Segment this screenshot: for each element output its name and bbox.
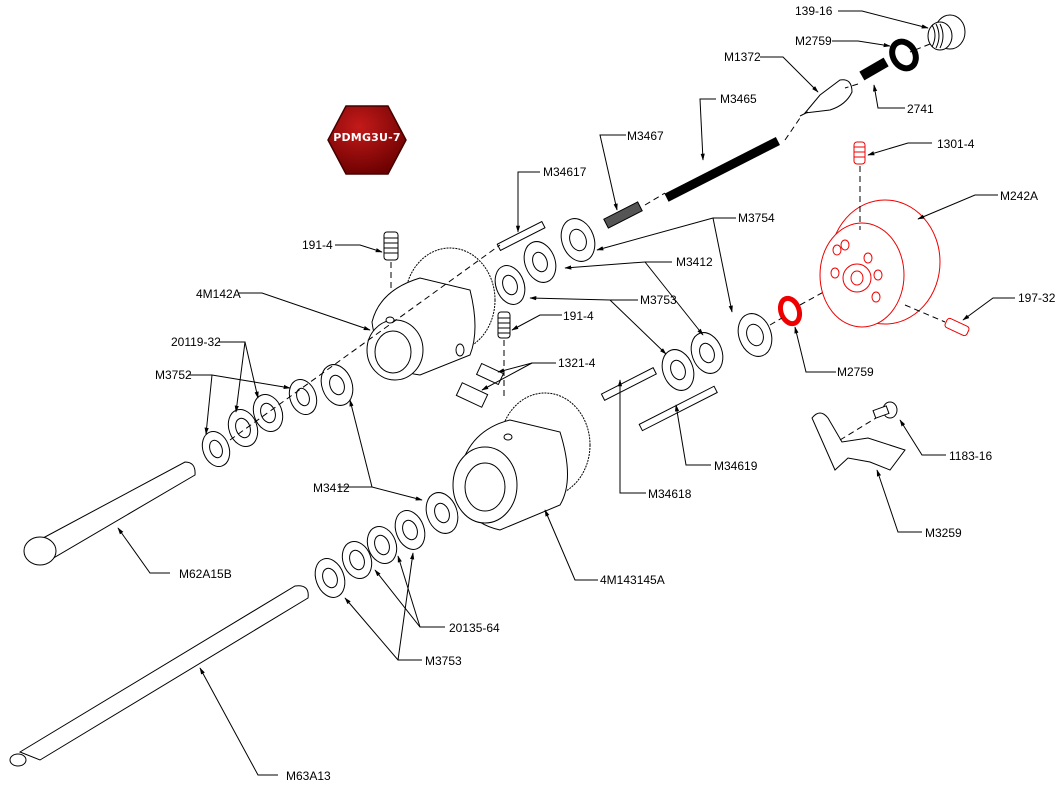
part-191-4-setscrew-b[interactable] — [497, 311, 511, 339]
part-m34619-pin[interactable] — [638, 385, 718, 432]
label-4m143145a[interactable]: 4M143145A — [600, 573, 665, 587]
label-191-4-a[interactable]: 191-4 — [302, 238, 333, 252]
label-m2759-red[interactable]: M2759 — [837, 365, 874, 379]
part-m3259-bracket[interactable] — [811, 412, 906, 471]
label-m3754[interactable]: M3754 — [738, 211, 775, 225]
part-m3753-lower-a[interactable] — [390, 506, 430, 553]
part-1183-16-screw[interactable] — [872, 401, 898, 419]
part-4m142a-housing[interactable] — [366, 247, 496, 381]
part-m3752-washer-a[interactable] — [285, 376, 322, 419]
label-4m142a[interactable]: 4M142A — [196, 287, 241, 301]
label-m1372[interactable]: M1372 — [724, 50, 761, 64]
part-m2759-washer-black[interactable] — [887, 37, 920, 72]
label-2741[interactable]: 2741 — [907, 102, 934, 116]
model-badge-text: PDMG3U-7 — [333, 131, 401, 144]
label-m3752[interactable]: M3752 — [155, 368, 192, 382]
label-m3412-top[interactable]: M3412 — [676, 255, 713, 269]
label-m3753-top[interactable]: M3753 — [640, 293, 677, 307]
label-1301-4[interactable]: 1301-4 — [937, 137, 975, 151]
label-m242a[interactable]: M242A — [1000, 189, 1038, 203]
label-m3467[interactable]: M3467 — [627, 129, 664, 143]
part-m3412-left-bearing[interactable] — [316, 360, 359, 410]
part-m3412-lower-bearing[interactable] — [421, 488, 464, 538]
part-197-32-setscrew[interactable] — [944, 317, 970, 337]
label-20119-32[interactable]: 20119-32 — [171, 335, 221, 349]
part-4m143145a-housing[interactable] — [452, 392, 591, 531]
part-m3467-knurl-pin[interactable] — [603, 201, 643, 229]
part-m2759-washer-red[interactable] — [777, 295, 803, 327]
part-20135-64-washers[interactable] — [337, 522, 401, 582]
part-m63a13-shaft[interactable] — [9, 585, 309, 767]
part-m3752-washer-b[interactable] — [198, 428, 235, 471]
part-m3412-right-bearing[interactable] — [686, 328, 729, 378]
part-m3753-middle[interactable] — [657, 345, 700, 395]
label-191-4-b[interactable]: 191-4 — [563, 309, 594, 323]
label-m3465[interactable]: M3465 — [720, 92, 757, 106]
label-m34618[interactable]: M34618 — [648, 487, 692, 501]
label-197-32[interactable]: 197-32 — [1018, 291, 1056, 305]
part-m62a15b-shaft[interactable] — [23, 461, 196, 566]
label-m2759-top[interactable]: M2759 — [795, 34, 832, 48]
label-1183-16[interactable]: 1183-16 — [949, 449, 992, 463]
part-1301-4-setscrew[interactable] — [853, 141, 866, 165]
label-m34617[interactable]: M34617 — [543, 165, 587, 179]
part-1321-4-screws[interactable] — [455, 362, 505, 408]
label-1321-4[interactable]: 1321-4 — [558, 356, 596, 370]
label-m3412-bottom[interactable]: M3412 — [313, 481, 350, 495]
model-badge-hexagon — [327, 105, 407, 175]
label-20135-64[interactable]: 20135-64 — [449, 621, 500, 635]
part-m242a-drum[interactable] — [819, 199, 941, 328]
label-m63a13[interactable]: M63A13 — [286, 769, 331, 783]
part-m3753-upper[interactable] — [490, 261, 530, 308]
part-m3753-lower-b[interactable] — [310, 554, 350, 601]
label-m34619[interactable]: M34619 — [714, 459, 758, 473]
part-m3754-right[interactable] — [732, 309, 777, 361]
label-139-16[interactable]: 139-16 — [795, 4, 833, 18]
part-191-4-setscrew-a[interactable] — [383, 231, 399, 261]
part-m3412-upper-bearing[interactable] — [519, 237, 562, 287]
label-m62a15b[interactable]: M62A15B — [179, 567, 232, 581]
part-m34618-pin[interactable] — [600, 367, 657, 401]
part-2741-spring[interactable] — [859, 57, 889, 81]
label-m3259[interactable]: M3259 — [925, 526, 962, 540]
part-m1372-tip[interactable] — [799, 79, 853, 117]
part-20119-32-washers[interactable] — [223, 390, 287, 450]
part-m3465-spring[interactable] — [664, 136, 780, 202]
part-139-16-cap[interactable] — [927, 14, 966, 51]
label-m3753-bottom[interactable]: M3753 — [425, 654, 462, 668]
part-m34617-pin[interactable] — [496, 220, 546, 252]
part-m3754-upper[interactable] — [555, 214, 600, 266]
